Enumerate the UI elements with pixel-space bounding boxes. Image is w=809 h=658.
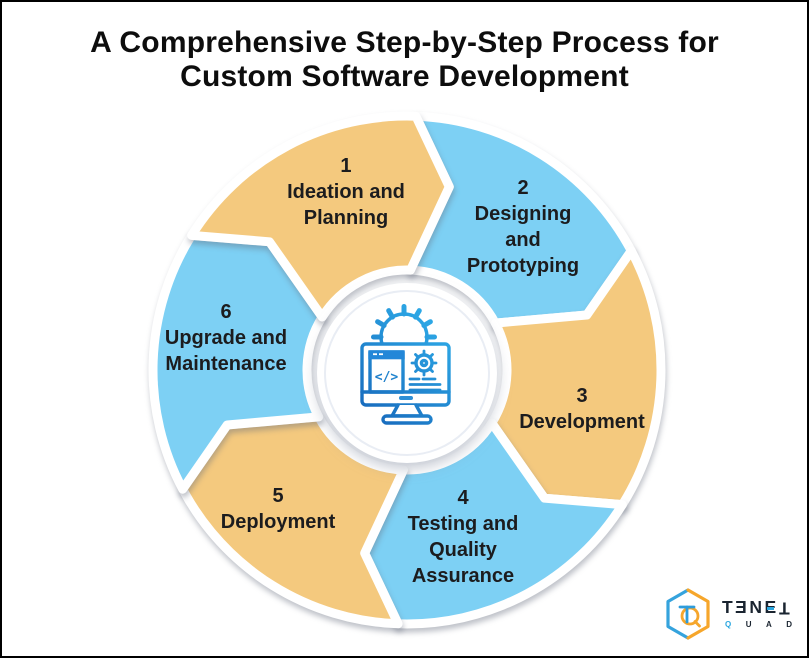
panel-header-dash — [373, 353, 377, 356]
page-title: A Comprehensive Step-by-Step Process for… — [90, 26, 719, 93]
large-gear-teeth — [371, 304, 437, 340]
small-gear-teeth — [410, 349, 438, 377]
process-segment-6 — [187, 111, 454, 322]
step-label: Development — [519, 411, 645, 433]
step-number: 2 — [517, 177, 529, 199]
process-segment-3 — [360, 418, 627, 629]
step-6: 6 Upgrade and Maintenance — [165, 299, 287, 377]
code-glyph: </> — [375, 370, 399, 385]
center-circle-ring — [324, 290, 490, 456]
logo-text: T E N E T QUAD — [722, 597, 807, 629]
process-segment-2 — [487, 246, 666, 510]
step-2: 2 Designing and Prototyping — [467, 175, 579, 279]
step-label: Testing and Quality Assurance — [407, 513, 519, 587]
brand-letter: N — [749, 597, 763, 618]
logo-brand-text: T E N E T — [722, 597, 807, 619]
step-label: Designing and Prototyping — [466, 203, 580, 277]
step-number: 3 — [576, 385, 588, 407]
step-5: 5 Deployment — [221, 483, 335, 535]
code-panel-header — [368, 350, 405, 360]
process-ring-segments — [148, 111, 666, 629]
step-number: 6 — [220, 301, 232, 323]
brand-letter: T — [722, 597, 733, 618]
monitor-power-dash — [399, 396, 413, 400]
logo-hexagon-icon — [666, 588, 710, 640]
step-3: 3 Development — [519, 383, 645, 435]
step-number: 1 — [340, 155, 352, 177]
small-gear-hub — [419, 358, 429, 368]
step-1: 1 Ideation and Planning — [287, 153, 405, 231]
step-number: 5 — [272, 485, 284, 507]
brand-letter: T — [778, 598, 790, 619]
step-4: 4 Testing and Quality Assurance — [408, 485, 519, 589]
logo-sub-text: QUAD — [725, 619, 807, 629]
panel-header-dash — [379, 353, 383, 356]
process-segment-1 — [406, 111, 636, 328]
step-label: Upgrade and Maintenance — [164, 327, 288, 375]
tenetquad-logo: T E N E T QUAD — [662, 586, 807, 642]
brand-letter: E — [764, 597, 777, 618]
monitor-stand-base — [381, 414, 433, 425]
software-development-icon: </> — [360, 304, 451, 425]
text-lines — [408, 377, 442, 392]
process-segment-4 — [178, 412, 408, 629]
process-segment-5 — [148, 230, 327, 494]
step-label: Deployment — [220, 511, 336, 533]
step-label: Ideation and Planning — [287, 181, 405, 229]
logo-t-glyph — [678, 605, 696, 624]
step-number: 4 — [457, 487, 469, 509]
brand-letter: E — [735, 597, 747, 618]
